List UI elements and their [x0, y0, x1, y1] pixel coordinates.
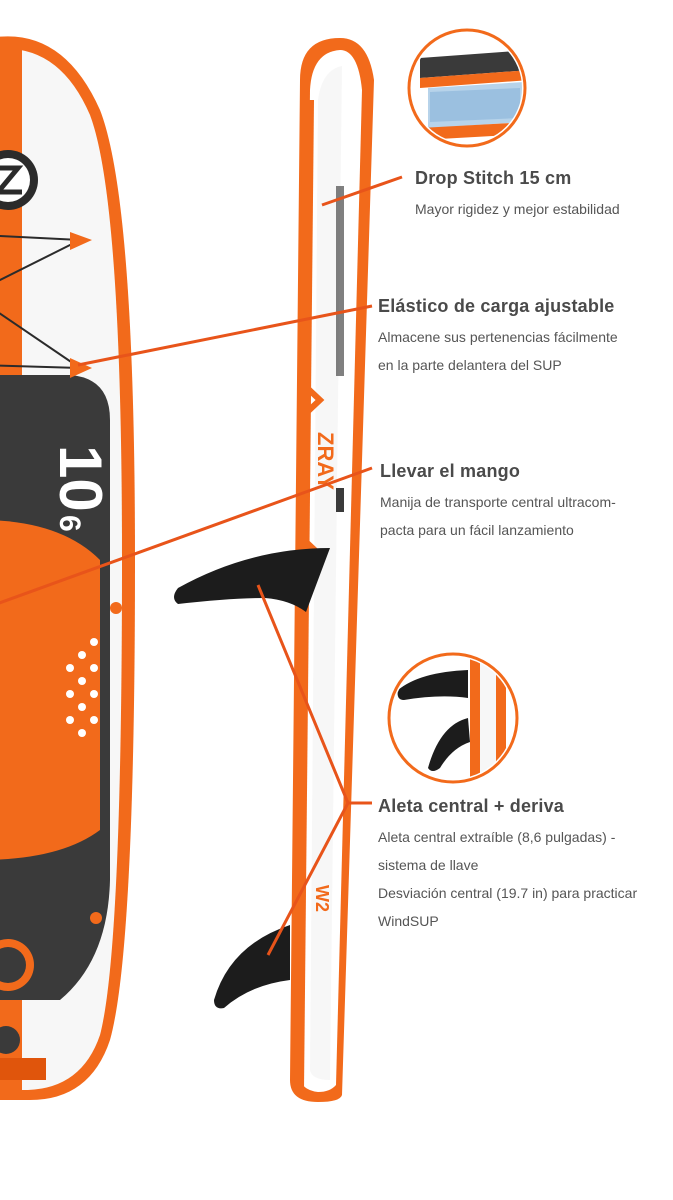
- feature-desc-line: Desviación central (19.7 in) para practi…: [378, 885, 638, 901]
- feature-title: Llevar el mango: [380, 461, 521, 481]
- feature-desc-line: Manija de transporte central ultracom-: [380, 494, 616, 510]
- feature-desc-line: pacta para un fácil lanzamiento: [380, 522, 574, 538]
- feature-title: Aleta central + deriva: [378, 796, 564, 816]
- fin-detail-icon: [387, 652, 519, 784]
- feature-desc-line: sistema de llave: [378, 857, 479, 873]
- side-model-mark: W2: [312, 885, 332, 912]
- rear-fin: [214, 925, 290, 1009]
- feature-desc-line: en la parte delantera del SUP: [378, 357, 562, 373]
- center-fin: [174, 548, 330, 612]
- feature-carry-handle: Llevar el mango Manija de transporte cen…: [380, 461, 665, 544]
- board-size-fraction: 6: [53, 515, 86, 532]
- feature-desc-line: Almacene sus pertenencias fácilmente: [378, 329, 618, 345]
- board-size-main: 10: [47, 445, 114, 512]
- feature-title: Elástico de carga ajustable: [378, 296, 615, 316]
- callout-lines: [0, 175, 403, 956]
- drop-stitch-detail-icon: [407, 28, 527, 148]
- feature-desc-line: WindSUP: [378, 913, 439, 929]
- feature-desc-line: Aleta central extraíble (8,6 pulgadas) -: [378, 829, 616, 845]
- feature-drop-stitch: Drop Stitch 15 cm Mayor rigidez y mejor …: [415, 168, 665, 223]
- feature-desc-line: Mayor rigidez y mejor estabilidad: [415, 201, 620, 217]
- feature-cargo-bungee: Elástico de carga ajustable Almacene sus…: [378, 296, 668, 379]
- feature-title: Drop Stitch 15 cm: [415, 168, 572, 188]
- board-top-view: 10 6: [0, 36, 135, 1100]
- feature-fins: Aleta central + deriva Aleta central ext…: [378, 796, 668, 935]
